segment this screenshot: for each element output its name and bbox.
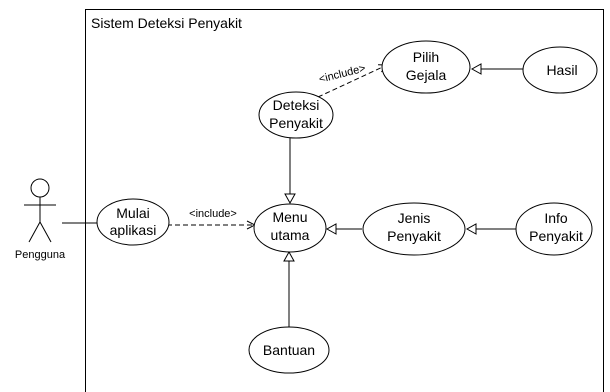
include-label-mulai-menu: <include> bbox=[189, 208, 237, 220]
system-title: Sistem Deteksi Penyakit bbox=[91, 15, 242, 31]
usecase-mulai-line2: aplikasi bbox=[110, 222, 157, 238]
usecase-hasil-line1: Hasil bbox=[546, 62, 577, 78]
actor-leg-left bbox=[28, 221, 41, 243]
usecase-mulai-line1: Mulai bbox=[116, 205, 149, 221]
usecase-pilih-line1: Pilih bbox=[413, 49, 439, 65]
actor-name: Pengguna bbox=[15, 249, 66, 261]
actor-leg-right bbox=[39, 221, 52, 243]
usecase-bantuan-ellipse bbox=[248, 326, 330, 374]
usecase-deteksi-penyakit: Deteksi Penyakit bbox=[258, 91, 334, 139]
usecase-bantuan-line1: Bantuan bbox=[263, 342, 315, 358]
usecase-jenis-penyakit: Jenis Penyakit bbox=[362, 202, 466, 256]
usecase-info-penyakit: Info Penyakit bbox=[515, 202, 593, 256]
actor-pengguna bbox=[24, 178, 56, 243]
usecase-jenis-ellipse bbox=[362, 202, 466, 256]
usecase-pilih-gejala: Pilih Gejala bbox=[381, 40, 471, 94]
usecase-deteksi-line1: Deteksi bbox=[273, 97, 320, 113]
usecase-info-ellipse bbox=[515, 202, 593, 256]
usecase-jenis-line2: Penyakit bbox=[387, 228, 441, 244]
usecase-deteksi-line2: Penyakit bbox=[269, 115, 323, 131]
usecase-hasil-ellipse bbox=[522, 46, 598, 94]
usecase-hasil: Hasil bbox=[522, 46, 598, 94]
usecase-mulai-aplikasi: Mulai aplikasi bbox=[96, 198, 170, 246]
usecase-pilih-ellipse bbox=[381, 40, 471, 94]
usecase-jenis-line1: Jenis bbox=[398, 210, 431, 226]
include-label-deteksi-pilih: <include> bbox=[318, 62, 367, 85]
usecase-bantuan: Bantuan bbox=[248, 326, 330, 374]
usecase-menu-line2: utama bbox=[271, 227, 310, 243]
usecase-menu-ellipse bbox=[253, 203, 327, 253]
usecase-menu-utama: Menu utama bbox=[253, 203, 327, 253]
system-boundary bbox=[85, 9, 604, 392]
usecase-deteksi-ellipse bbox=[258, 91, 334, 139]
include-deteksi-pilih bbox=[317, 65, 387, 98]
usecase-menu-line1: Menu bbox=[272, 209, 307, 225]
actor-head bbox=[30, 178, 50, 198]
usecase-pilih-line2: Gejala bbox=[406, 67, 447, 83]
usecase-info-line1: Info bbox=[544, 210, 568, 226]
usecase-info-line2: Penyakit bbox=[529, 228, 583, 244]
usecase-mulai-ellipse bbox=[96, 198, 170, 246]
